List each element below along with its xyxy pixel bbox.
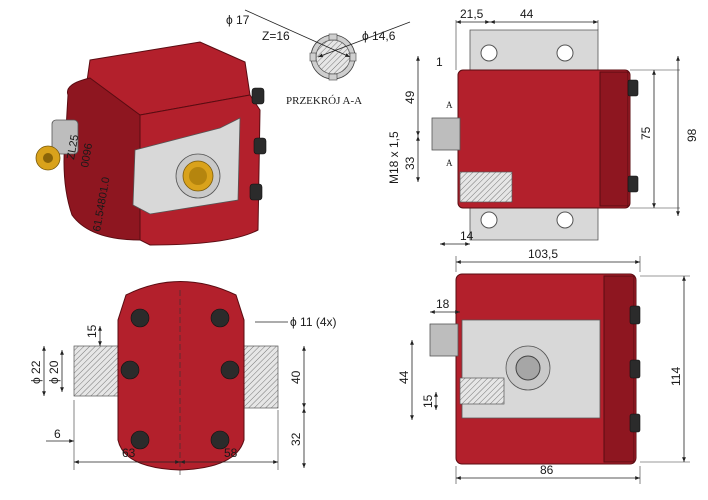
side-view: 21,5 44 1 49 M18 x 1,5 33 A A 14 75 98 bbox=[387, 7, 699, 246]
dim-front-holes: ϕ 11 (4x) bbox=[290, 315, 337, 329]
dim-front-15: 15 bbox=[85, 324, 99, 338]
bottom-view: 103,5 18 44 15 114 86 bbox=[397, 247, 690, 484]
dim-front-dia20: ϕ 20 bbox=[47, 360, 61, 384]
section-inner-dia: ϕ 14,6 bbox=[362, 29, 396, 43]
dim-bottom-103-5: 103,5 bbox=[528, 247, 558, 261]
dim-side-49: 49 bbox=[403, 90, 417, 104]
dim-side-1: 1 bbox=[436, 55, 443, 69]
dim-bottom-44: 44 bbox=[397, 370, 411, 384]
dim-front-6: 6 bbox=[54, 427, 61, 441]
isometric-view: ZL25 0096 61.54801.0 bbox=[35, 41, 267, 246]
dim-side-44: 44 bbox=[520, 7, 534, 21]
dim-front-32: 32 bbox=[289, 432, 303, 446]
dim-side-14: 14 bbox=[460, 229, 474, 243]
dim-side-75: 75 bbox=[639, 126, 653, 140]
dim-bottom-15: 15 bbox=[421, 394, 435, 408]
section-mark-top: A bbox=[446, 100, 453, 110]
dim-side-thread: M18 x 1,5 bbox=[387, 131, 401, 184]
dim-bottom-86: 86 bbox=[540, 463, 554, 477]
dim-front-58: 58 bbox=[224, 446, 238, 460]
dim-side-21-5: 21,5 bbox=[460, 7, 484, 21]
section-mark-bottom: A bbox=[446, 158, 453, 168]
section-title: PRZEKRÓJ A-A bbox=[286, 95, 362, 107]
front-view: 15 ϕ 11 (4x) ϕ 22 ϕ 20 40 32 6 63 58 bbox=[29, 281, 337, 475]
iso-marking-2: 0096 bbox=[79, 142, 95, 168]
dim-front-dia22: ϕ 22 bbox=[29, 360, 43, 384]
section-outer-dia: ϕ 17 bbox=[226, 13, 250, 27]
dim-bottom-18: 18 bbox=[436, 297, 450, 311]
iso-marking-1: ZL25 bbox=[65, 134, 81, 161]
dim-front-63: 63 bbox=[122, 446, 136, 460]
dim-front-40: 40 bbox=[289, 370, 303, 384]
section-a-a: ϕ 17 Z=16 ϕ 14,6 PRZEKRÓJ A-A bbox=[226, 9, 411, 107]
dim-side-98: 98 bbox=[685, 128, 699, 142]
dim-side-33: 33 bbox=[403, 156, 417, 170]
dim-bottom-114: 114 bbox=[669, 367, 683, 386]
section-teeth: Z=16 bbox=[262, 29, 290, 43]
